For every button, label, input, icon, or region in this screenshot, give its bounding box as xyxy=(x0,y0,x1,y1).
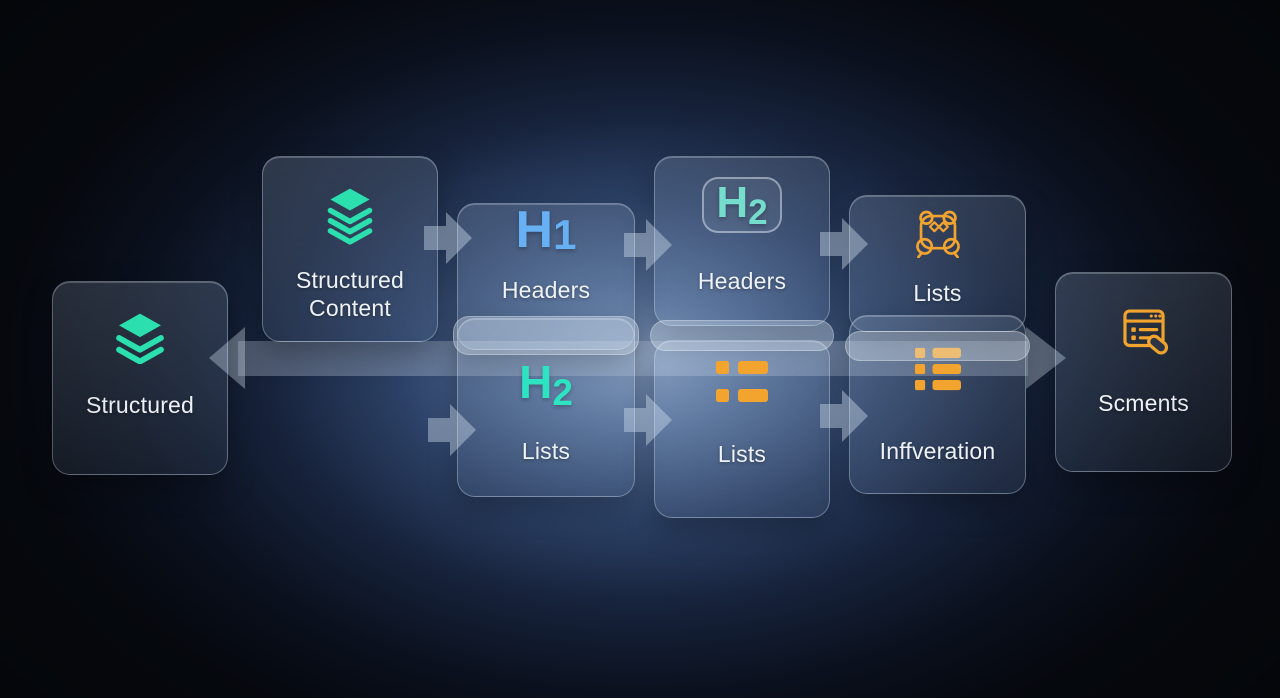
browser-search-icon xyxy=(1122,309,1168,355)
card-label: Structured xyxy=(85,392,195,418)
glyph-digit: 1 xyxy=(553,211,577,258)
flow-chevron-right-icon xyxy=(624,394,672,446)
layers-icon xyxy=(116,313,164,364)
card-label: Inffveration xyxy=(879,438,996,464)
network-icon xyxy=(915,210,960,258)
glyph-digit: 2 xyxy=(748,193,768,232)
flow-arrow-right-head-icon xyxy=(1026,327,1066,389)
glyph-letter: H xyxy=(515,201,554,259)
glyph-letter: H xyxy=(716,178,749,227)
card-structured: Structured xyxy=(52,281,228,475)
card-structured-content: Structured Content xyxy=(262,156,438,342)
card-label: Lists xyxy=(521,438,571,464)
glyph-digit: 2 xyxy=(552,372,573,413)
glass-pill xyxy=(650,320,834,351)
flow-chevron-right-icon xyxy=(428,404,476,456)
list-3-icon xyxy=(914,347,961,391)
card-lists-top: Lists xyxy=(849,195,1026,332)
card-label: Lists xyxy=(717,441,767,467)
card-lists-middle: Lists xyxy=(654,340,830,518)
card-label: Headers xyxy=(697,268,787,294)
card-label: Lists xyxy=(913,280,962,306)
card-label: Headers xyxy=(501,277,591,303)
glass-pill xyxy=(453,316,639,355)
list-2-icon xyxy=(716,361,768,402)
card-label: Scments xyxy=(1098,390,1189,416)
card-inffveration: Inffveration xyxy=(849,315,1026,494)
flow-chevron-right-icon xyxy=(820,218,868,270)
flow-arrow-left-head-icon xyxy=(209,327,245,389)
glass-pill xyxy=(845,331,1030,361)
flow-chevron-right-icon xyxy=(624,219,672,271)
glyph-letter: H xyxy=(519,356,553,408)
layers-icon xyxy=(327,188,373,245)
card-label: Structured Content xyxy=(295,267,405,321)
flow-chevron-right-icon xyxy=(820,390,868,442)
card-scments: Scments xyxy=(1055,272,1232,472)
flow-chevron-right-icon xyxy=(424,212,472,264)
